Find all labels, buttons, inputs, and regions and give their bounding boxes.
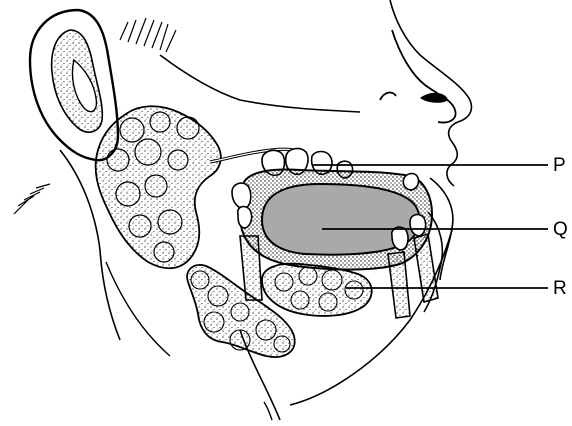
label-q: Q [553, 220, 568, 239]
label-r: R [553, 279, 567, 298]
label-p: P [553, 156, 566, 175]
nostril [420, 93, 448, 103]
nose-outline [380, 30, 456, 123]
